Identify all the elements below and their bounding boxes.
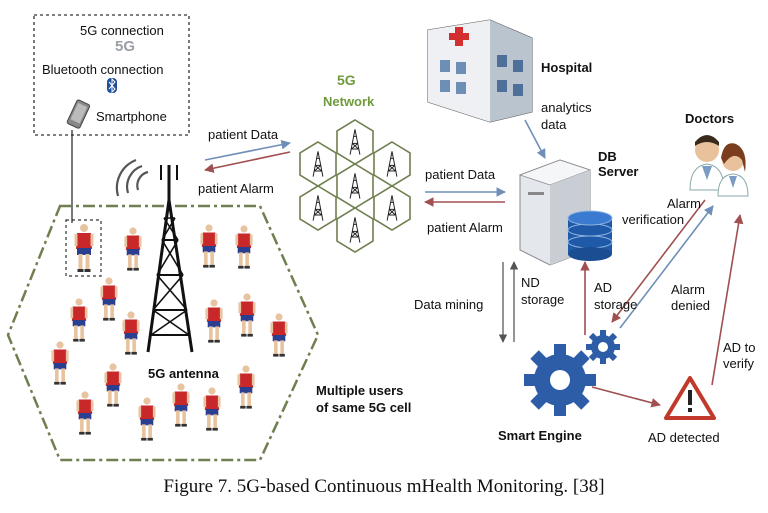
- cell-hexagon: [6, 204, 320, 462]
- smartphone-icon: [66, 99, 91, 129]
- data-mining-label: Data mining: [414, 297, 484, 312]
- nd-storage-1: ND: [521, 275, 540, 290]
- alert-triangle-icon: [664, 376, 716, 420]
- alarm-denied-1: Alarm: [671, 282, 705, 297]
- doctors-icon: [689, 135, 749, 197]
- legend-smartphone: Smartphone: [96, 109, 167, 124]
- smart-engine-label: Smart Engine: [498, 428, 582, 443]
- ad-to-verify-1: AD to: [723, 340, 756, 355]
- alarm-verification-1: Alarm: [667, 196, 701, 211]
- db-server-icon: [518, 159, 613, 266]
- flow-patient-data-left: patient Data: [208, 127, 279, 142]
- arrow-ad-to-verify: [711, 214, 744, 386]
- arrow-alarm-denied: [619, 205, 714, 329]
- person-icon: [205, 299, 223, 343]
- arrow-patient-data-left: [204, 139, 291, 161]
- network-title-5g: 5G: [337, 72, 356, 88]
- bluetooth-icon: [107, 77, 117, 94]
- antenna-label: 5G antenna: [148, 366, 219, 381]
- person-icon: [270, 313, 288, 357]
- wifi-waves-icon: [115, 158, 149, 197]
- person-icon: [235, 225, 253, 269]
- person-icon: [100, 277, 118, 321]
- person-icon: [237, 365, 255, 409]
- flow-patient-alarm-left: patient Alarm: [198, 181, 274, 196]
- person-icon: [138, 397, 156, 441]
- arrow-alarm-verification: [611, 199, 706, 323]
- network-cells: [299, 119, 411, 253]
- person-icon: [122, 311, 140, 355]
- network-title: Network: [323, 94, 375, 109]
- ad-storage-1: AD: [594, 280, 613, 295]
- users-cell-2: of same 5G cell: [316, 400, 412, 415]
- person-icon: [238, 293, 256, 337]
- arrow-patient-alarm-left: [204, 151, 291, 173]
- person-icon: [70, 298, 88, 342]
- users-cell-1: Multiple users: [316, 383, 404, 398]
- person-icon: [51, 341, 69, 385]
- person-icon: [124, 227, 142, 271]
- legend-5g-connection: 5G connection: [80, 23, 164, 38]
- analytics-label-1: analytics: [541, 100, 592, 115]
- db-server-label-1: DB: [598, 149, 617, 164]
- ad-detected-label: AD detected: [648, 430, 720, 445]
- gear-icon: [524, 344, 596, 416]
- ad-storage-2: storage: [594, 297, 638, 312]
- doctors-label: Doctors: [685, 111, 735, 126]
- antenna-tower-icon: [146, 165, 194, 353]
- legend-5g-symbol: 5G: [115, 38, 136, 55]
- person-icon: [200, 224, 218, 268]
- person-icon: [172, 383, 190, 427]
- flow-patient-data-right: patient Data: [425, 167, 496, 182]
- person-icon: [74, 224, 94, 272]
- person-icon: [76, 391, 94, 435]
- flow-patient-alarm-right: patient Alarm: [427, 220, 503, 235]
- arrow-analytics: [524, 119, 546, 159]
- ad-to-verify-2: verify: [723, 356, 755, 371]
- person-icon: [203, 387, 221, 431]
- person-icon: [104, 363, 122, 407]
- analytics-label-2: data: [541, 117, 567, 132]
- selected-user-box: [65, 219, 102, 277]
- hospital-label: Hospital: [541, 60, 593, 75]
- alarm-verification-2: verification: [622, 212, 685, 227]
- gear-icon: [586, 330, 620, 364]
- legend-bluetooth-connection: Bluetooth connection: [42, 62, 164, 77]
- alarm-denied-2: denied: [671, 298, 711, 313]
- nd-storage-2: storage: [521, 292, 565, 307]
- db-server-label-2: Server: [598, 164, 639, 179]
- arrow-ad-detected: [591, 386, 661, 408]
- users-group: [51, 224, 288, 441]
- hospital-icon: [427, 19, 533, 123]
- figure-caption: Figure 7. 5G-based Continuous mHealth Mo…: [163, 476, 605, 497]
